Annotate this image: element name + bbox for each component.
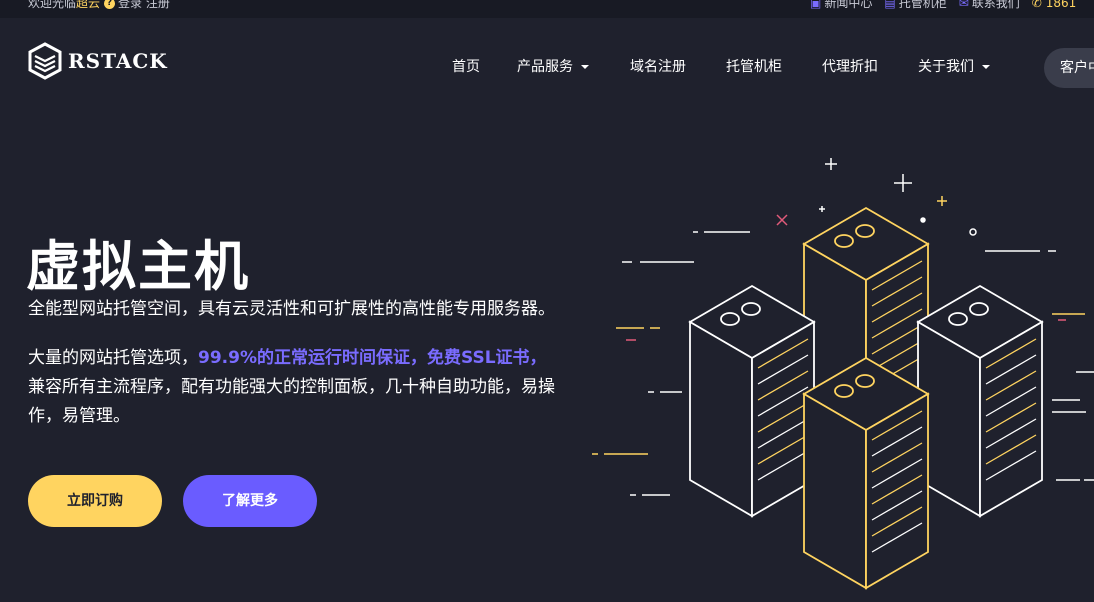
news-icon: ▣: [810, 0, 822, 10]
speed-lines: [622, 231, 1094, 496]
welcome-area: 欢迎光临超云?登录 注册: [28, 0, 170, 11]
help-icon: ?: [104, 0, 116, 9]
nav-products-label: 产品服务: [517, 59, 573, 75]
logo-cube-icon: [28, 42, 62, 80]
welcome-text: 欢迎光临: [28, 0, 77, 10]
server-rack-illustration: [592, 158, 1094, 590]
nav-agent[interactable]: 代理折扣: [822, 56, 878, 78]
nav-home-label: 首页: [452, 59, 480, 75]
server-left: [688, 284, 816, 518]
news-link[interactable]: ▣新闻中心: [810, 0, 872, 10]
logo-text: RSTACK: [68, 49, 168, 73]
brand-link[interactable]: 超云: [76, 0, 101, 10]
contact-label: 联系我们: [971, 0, 1020, 10]
nav-about[interactable]: 关于我们: [918, 56, 990, 78]
nav-home[interactable]: 首页: [452, 56, 480, 78]
contact-link[interactable]: ✉联系我们: [959, 0, 1020, 10]
hero-desc-text: 大量的网站托管选项，: [28, 348, 198, 368]
learn-more-button[interactable]: 了解更多: [183, 475, 317, 527]
mail-icon: ✉: [958, 0, 969, 10]
hero-desc-text-2: 兼容所有主流程序，配有功能强大的控制面板，几十种自助功能，易操作，易管理。: [28, 377, 555, 426]
chevron-down-icon: [982, 65, 990, 69]
phone-number: 1861: [1045, 0, 1077, 10]
hero-title: 虚拟主机: [26, 235, 250, 298]
nav-about-label: 关于我们: [918, 59, 974, 75]
phone-link[interactable]: ✆ 1861: [1032, 0, 1076, 10]
nav-domain[interactable]: 域名注册: [630, 56, 686, 78]
hero-desc-highlight: 99.9%的正常运行时间保证，免费SSL证书，: [198, 348, 547, 368]
nav-products[interactable]: 产品服务: [517, 56, 589, 78]
cabinet-label: 托管机柜: [898, 0, 947, 10]
server-icon: ▤: [884, 0, 896, 10]
server-front-center: [802, 356, 930, 590]
nav-cabinet-label: 托管机柜: [726, 59, 782, 75]
cabinet-link[interactable]: ▤托管机柜: [884, 0, 946, 10]
server-right: [916, 284, 1044, 518]
nav-cabinet[interactable]: 托管机柜: [726, 56, 782, 78]
top-links: ▣新闻中心 ▤托管机柜 ✉联系我们 ✆ 1861: [810, 0, 1076, 11]
hero-subtitle: 全能型网站托管空间，具有云灵活性和可扩展性的高性能专用服务器。: [28, 299, 555, 319]
top-utility-bar: 欢迎光临超云?登录 注册 ▣新闻中心 ▤托管机柜 ✉联系我们 ✆ 1861: [0, 0, 1094, 18]
client-center-button[interactable]: 客户中: [1044, 48, 1094, 88]
chevron-down-icon: [581, 65, 589, 69]
hero-description: 大量的网站托管选项，99.9%的正常运行时间保证，免费SSL证书， 兼容所有主流程…: [28, 344, 588, 431]
site-logo[interactable]: RSTACK: [28, 42, 168, 80]
login-link[interactable]: 登录: [118, 0, 143, 10]
register-link[interactable]: 注册: [145, 0, 170, 10]
nav-domain-label: 域名注册: [630, 59, 686, 75]
order-now-button[interactable]: 立即订购: [28, 475, 162, 527]
phone-icon: ✆: [1031, 0, 1042, 10]
nav-agent-label: 代理折扣: [822, 59, 878, 75]
news-label: 新闻中心: [824, 0, 873, 10]
sparkle-decorations: [819, 158, 977, 236]
